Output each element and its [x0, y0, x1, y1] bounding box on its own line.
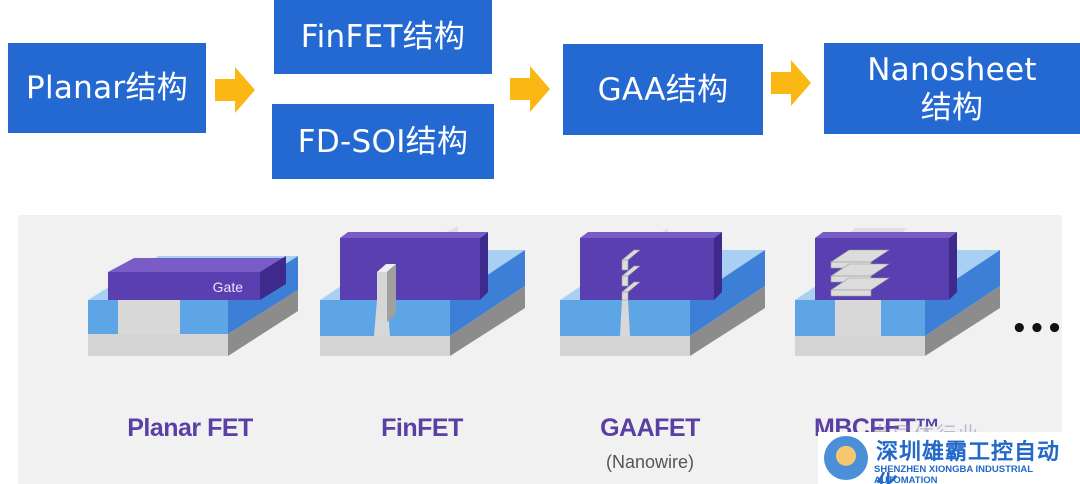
bear-logo-icon [824, 436, 868, 480]
flow-box-label-line1: Nanosheet [867, 51, 1037, 88]
flow-box-label: GAA结构 [597, 71, 729, 108]
gaafet-illustration [560, 228, 765, 356]
flow-box-label: FinFET结构 [300, 19, 466, 55]
right-arrow-icon [510, 66, 550, 112]
gate-label: Gate [213, 279, 244, 295]
watermark-title: 深圳雄霸工控自动化 [876, 440, 1061, 484]
flow-box-fdsoi: FD-SOI结构 [272, 104, 494, 179]
right-arrow-icon [215, 67, 255, 113]
watermark: 深圳雄霸工控自动化 SHENZHEN XIONGBA INDUSTRIAL AU… [818, 432, 1080, 484]
caption-planar-fet: Planar FET [127, 414, 253, 442]
flow-box-label: Planar结构 [25, 70, 189, 106]
planar-fet-illustration: Gate [88, 256, 298, 356]
caption-gaafet: GAAFET [600, 414, 700, 442]
watermark-subtitle: SHENZHEN XIONGBA INDUSTRIAL AUTOMATION [874, 464, 1033, 484]
mbcfet-illustration [795, 228, 1000, 356]
flow-box-label: FD-SOI结构 [297, 123, 469, 160]
right-arrow-icon [771, 60, 811, 106]
finfet-illustration [320, 226, 525, 356]
flow-box-gaa: GAA结构 [563, 44, 763, 135]
more-ellipsis: ••• [1011, 314, 1064, 344]
caption-gaafet-subtitle: (Nanowire) [605, 452, 695, 472]
flow-box-nanosheet: Nanosheet 结构 [824, 43, 1080, 134]
flow-box-label-line2: 结构 [920, 89, 984, 126]
caption-finfet: FinFET [381, 414, 463, 442]
flow-box-planar: Planar结构 [8, 43, 206, 133]
flow-box-finfet: FinFET结构 [274, 0, 492, 74]
